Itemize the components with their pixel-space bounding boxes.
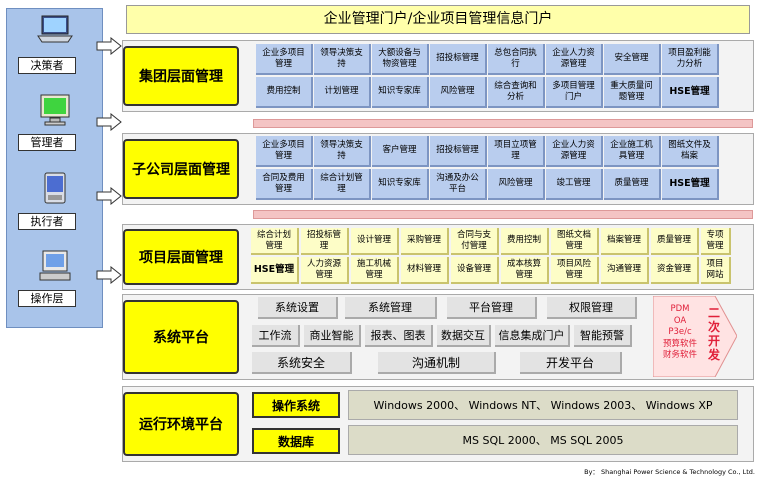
module-cell: 大额设备与 物资管理: [372, 44, 429, 75]
secondary-dev-item: 财务软件: [662, 350, 697, 360]
module-cell: HSE管理: [662, 169, 719, 200]
module-cell: 客户管理: [372, 136, 429, 167]
module-cell: 企业多项目 管理: [256, 136, 313, 167]
module-cell: 费用控制: [501, 228, 549, 255]
module-cell: 图纸文件及 档案: [662, 136, 719, 167]
platform-module: 平台管理: [447, 297, 537, 319]
module-cell: 档案管理: [601, 228, 649, 255]
laptop-icon: [37, 15, 73, 43]
role-label-decision: 决策者: [18, 57, 76, 74]
secondary-dev-item: OA: [673, 315, 687, 326]
module-cell: 企业多项目 管理: [256, 44, 313, 75]
module-cell: 项目风险 管理: [551, 257, 599, 284]
module-cell: 知识专家库: [372, 77, 429, 108]
platform-module: 沟通机制: [378, 352, 496, 374]
module-cell: 设计管理: [351, 228, 399, 255]
footer-credit: By： Shanghai Power Science & Technology …: [584, 468, 755, 476]
module-cell: 安全管理: [604, 44, 661, 75]
module-cell: 招投标管理: [430, 136, 487, 167]
platform-module: 开发平台: [520, 352, 622, 374]
system-platform-label: 系统平台: [123, 300, 239, 374]
module-cell: 项目 网站: [701, 257, 731, 284]
module-cell: 总包合同执 行: [488, 44, 545, 75]
db-label: 数据库: [252, 428, 340, 454]
module-cell: HSE管理: [251, 257, 299, 284]
module-cell: HSE管理: [662, 77, 719, 108]
role-label-operator: 操作层: [18, 290, 76, 307]
secondary-dev-arrow-shape: [653, 296, 737, 377]
secondary-dev-item: P3e/c: [668, 327, 692, 337]
module-cell: 领导决策支 持: [314, 136, 371, 167]
os-value: Windows 2000、 Windows NT、 Windows 2003、 …: [348, 390, 738, 420]
module-cell: 项目立项管 理: [488, 136, 545, 167]
module-cell: 领导决策支 持: [314, 44, 371, 75]
arrow-right-icon: [96, 37, 122, 55]
module-cell: 竣工管理: [546, 169, 603, 200]
secondary-dev-box: PDM OA P3e/c 预算软件 财务软件 二次开发: [653, 296, 737, 377]
module-cell: 图纸文档 管理: [551, 228, 599, 255]
platform-module: 商业智能: [304, 325, 361, 347]
platform-module: 智能预警: [574, 325, 632, 347]
module-cell: 专项 管理: [701, 228, 731, 255]
module-cell: 项目盈利能 力分析: [662, 44, 719, 75]
role-label-executor: 执行者: [18, 213, 76, 230]
module-cell: 采购管理: [401, 228, 449, 255]
arrow-right-icon: [96, 113, 122, 131]
arrow-right-icon: [96, 266, 122, 284]
module-cell: 风险管理: [488, 169, 545, 200]
layer-divider: [253, 210, 753, 219]
runtime-platform-label: 运行环境平台: [123, 392, 239, 456]
module-cell: 重大质量问 题管理: [604, 77, 661, 108]
pda-icon: [44, 172, 66, 204]
secondary-dev-item: 预算软件: [662, 338, 697, 349]
monitor-icon: [40, 94, 70, 126]
secondary-dev-item: PDM: [670, 304, 690, 314]
module-cell: 质量管理: [651, 228, 699, 255]
module-cell: 知识专家库: [372, 169, 429, 200]
module-cell: 人力资源 管理: [301, 257, 349, 284]
module-cell: 招投标管 理: [301, 228, 349, 255]
module-cell: 质量管理: [604, 169, 661, 200]
module-cell: 风险管理: [430, 77, 487, 108]
platform-module: 系统设置: [258, 297, 338, 319]
arrow-right-icon: [96, 187, 122, 205]
platform-module: 数据交互: [437, 325, 491, 347]
layer-divider: [253, 119, 753, 128]
module-cell: 沟通及办公 平台: [430, 169, 487, 200]
db-value: MS SQL 2000、 MS SQL 2005: [348, 425, 738, 455]
module-cell: 招投标管理: [430, 44, 487, 75]
portal-title: 企业管理门户/企业项目管理信息门户: [126, 5, 750, 34]
platform-module: 报表、图表: [365, 325, 433, 347]
module-cell: 成本核算 管理: [501, 257, 549, 284]
module-cell: 综合计划管 理: [314, 169, 371, 200]
module-cell: 合同与支 付管理: [451, 228, 499, 255]
group-layer-label: 集团层面管理: [123, 46, 239, 106]
module-cell: 综合查询和 分析: [488, 77, 545, 108]
project-layer-label: 项目层面管理: [123, 229, 239, 285]
platform-module: 权限管理: [547, 297, 637, 319]
secondary-dev-label: 二次开发: [707, 306, 720, 362]
module-cell: 施工机械 管理: [351, 257, 399, 284]
module-cell: 综合计划 管理: [251, 228, 299, 255]
platform-module: 信息集成门户: [495, 325, 570, 347]
module-cell: 计划管理: [314, 77, 371, 108]
module-cell: 企业施工机 具管理: [604, 136, 661, 167]
platform-module: 工作流: [252, 325, 300, 347]
role-label-manager: 管理者: [18, 134, 76, 151]
module-cell: 合同及费用 管理: [256, 169, 313, 200]
module-cell: 费用控制: [256, 77, 313, 108]
module-cell: 企业人力资 源管理: [546, 136, 603, 167]
module-cell: 设备管理: [451, 257, 499, 284]
module-cell: 多项目管理 门户: [546, 77, 603, 108]
platform-module: 系统安全: [252, 352, 352, 374]
terminal-icon: [39, 250, 71, 281]
module-cell: 材料管理: [401, 257, 449, 284]
module-cell: 资金管理: [651, 257, 699, 284]
subsidiary-layer-label: 子公司层面管理: [123, 139, 239, 199]
module-cell: 沟通管理: [601, 257, 649, 284]
platform-module: 系统管理: [345, 297, 437, 319]
os-label: 操作系统: [252, 392, 340, 418]
module-cell: 企业人力资 源管理: [546, 44, 603, 75]
